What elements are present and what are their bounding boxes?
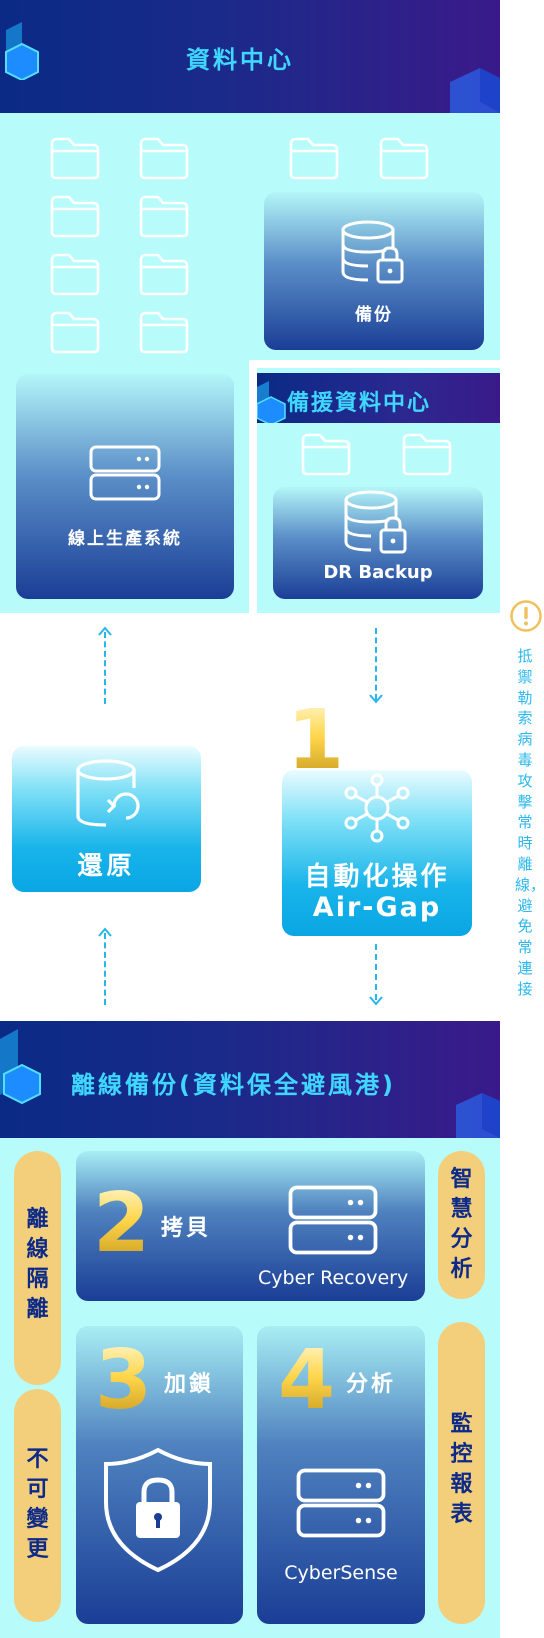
arrow-up-icon — [98, 626, 112, 636]
airgap-line1: 自動化操作 — [304, 862, 450, 892]
step-number-3: 3 — [95, 1333, 153, 1428]
copy-card: 2 拷貝 Cyber Recovery — [76, 1151, 425, 1301]
database-lock-icon — [340, 220, 406, 286]
cyber-recovery-label: Cyber Recovery — [258, 1267, 409, 1289]
section-gap — [0, 613, 500, 615]
dr-backup-label: DR Backup — [323, 562, 433, 583]
restore-arrow — [104, 632, 106, 704]
folder-icon — [288, 136, 340, 180]
folder-icon — [138, 136, 190, 180]
dr-separator — [249, 360, 257, 613]
pill-smart-analysis-text: 智慧分析 — [450, 1167, 473, 1282]
database-restore-icon — [76, 759, 140, 827]
folder-icon — [138, 252, 190, 296]
step-number-4: 4 — [278, 1333, 336, 1428]
lock-label: 加鎖 — [164, 1372, 215, 1397]
server-icon — [89, 445, 161, 501]
dr-separator-top — [249, 360, 500, 368]
offline-banner: 離線備份(資料保全避風港) — [0, 1021, 500, 1138]
step-number-1: 1 — [287, 693, 345, 788]
server-icon — [288, 1185, 378, 1255]
pill-smart-analysis: 智慧分析 — [438, 1151, 485, 1299]
cybersense-label: CyberSense — [284, 1562, 398, 1584]
folder-icon — [378, 136, 430, 180]
network-node-icon — [344, 773, 410, 843]
dr-backup-card: DR Backup — [273, 487, 483, 599]
arrow-up-icon — [98, 927, 112, 937]
pill-monitor-report-text: 監控報表 — [450, 1412, 473, 1527]
folder-icon — [138, 194, 190, 238]
cube-decor-icon — [450, 68, 500, 113]
airgap-arrow-lower — [375, 944, 377, 1000]
offline-title: 離線備份(資料保全避風港) — [71, 1071, 396, 1099]
side-note: 抵禦勒索病毒攻擊常時離線，避免常連接 — [515, 647, 544, 998]
airgap-line2: Air-Gap — [312, 892, 442, 923]
lock-card: 3 加鎖 — [76, 1326, 243, 1624]
folder-icon — [49, 310, 101, 354]
pill-offline-isolation-text: 離線隔離 — [26, 1207, 49, 1322]
backup-label: 備份 — [355, 305, 393, 325]
backup-card: 備份 — [264, 192, 484, 350]
airgap-card: 自動化操作 Air-Gap — [282, 770, 472, 936]
folder-icon — [49, 252, 101, 296]
dr-banner: 備援資料中心 — [257, 373, 500, 423]
pill-immutable: 不可變更 — [14, 1389, 61, 1622]
arrow-down-icon — [369, 996, 383, 1006]
dr-title: 備援資料中心 — [287, 391, 432, 416]
database-lock-icon — [343, 490, 409, 556]
pill-offline-isolation: 離線隔離 — [14, 1151, 61, 1385]
analysis-card: 4 分析 CyberSense — [257, 1326, 425, 1624]
analysis-label: 分析 — [346, 1372, 397, 1397]
restore-card: 還原 — [12, 746, 201, 892]
folder-icon — [138, 310, 190, 354]
production-label: 線上生產系統 — [68, 529, 182, 549]
folder-icon — [49, 194, 101, 238]
copy-label: 拷貝 — [161, 1216, 212, 1241]
page-title: 資料中心 — [186, 46, 294, 74]
restore-label: 還原 — [77, 851, 136, 880]
arrow-down-icon — [369, 694, 383, 704]
step-number-2: 2 — [93, 1176, 151, 1271]
backup-arrow — [375, 628, 377, 700]
restore-arrow-lower — [104, 933, 106, 1005]
pill-immutable-text: 不可變更 — [26, 1447, 49, 1562]
folder-icon — [49, 136, 101, 180]
hexagon-icon — [257, 381, 286, 423]
production-card: 線上生產系統 — [16, 374, 234, 599]
datacenter-banner: 資料中心 — [0, 0, 500, 113]
folder-icon — [401, 432, 453, 476]
hexagon-icon — [5, 22, 39, 80]
cube-decor-icon — [456, 1093, 500, 1138]
folder-icon — [300, 432, 352, 476]
hexagon-icon — [0, 1029, 41, 1105]
pill-monitor-report: 監控報表 — [438, 1322, 485, 1624]
shield-lock-icon — [104, 1447, 212, 1573]
server-icon — [296, 1468, 386, 1538]
warning-icon — [510, 600, 542, 632]
